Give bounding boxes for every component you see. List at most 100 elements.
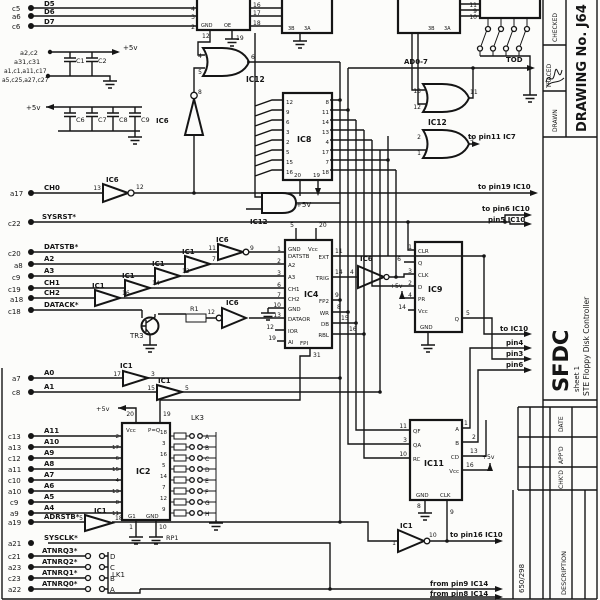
link-option: A	[110, 586, 115, 594]
gate-pin: 10	[429, 532, 437, 539]
pin-label: a22	[8, 586, 21, 594]
ic-pin-number: 9	[450, 509, 454, 516]
pin-label: a17	[10, 190, 23, 198]
offpage-label: to pin11 IC7	[468, 133, 516, 141]
ic-designator: IC6	[360, 255, 373, 263]
ic-pin-number: 2	[472, 434, 476, 441]
ic-pin-number: 11	[399, 423, 407, 430]
ic-pin-name: CD	[451, 455, 459, 461]
ic-pin-name: P=Q	[148, 428, 161, 434]
signal-label: A0	[44, 369, 54, 377]
pin-label: c20	[8, 250, 21, 258]
cap-ref: C6	[76, 116, 85, 124]
ic-pin-name: QA	[413, 443, 421, 449]
ic-designator: IC4	[304, 290, 319, 299]
ic-designator: IC1	[122, 272, 135, 280]
ic-pin-number: 7	[277, 292, 281, 299]
ic-designator: IC12	[250, 218, 268, 226]
buffer-ic1-ch1	[124, 278, 154, 298]
ic-pin-number: 2	[116, 434, 120, 440]
signal-label: CH2	[44, 289, 60, 297]
cap-ref: C8	[119, 116, 128, 124]
rev-col-description: DESCRIPTION	[560, 551, 568, 595]
ic-pin-number: 17	[322, 150, 329, 156]
ic-pin-number: 16	[286, 170, 293, 176]
offpage-label: pin5 IC10	[488, 216, 525, 224]
offpage-label: to pin19 IC10	[478, 183, 531, 191]
ic-pin-number: 1	[277, 246, 281, 253]
pin-label: a23	[8, 564, 21, 572]
gate-pin: 3	[470, 136, 474, 143]
or-gate-ic12-a	[421, 83, 471, 113]
signal-label: A6	[44, 482, 54, 490]
ic-pin-number: 16	[466, 462, 474, 469]
ic-pin-number: 13	[112, 489, 119, 495]
plus5v-label: +5v	[482, 454, 495, 461]
ic-pin-name: Vcc	[126, 428, 136, 434]
plus5v-label: +5v	[123, 44, 137, 52]
signal-label: ATNRQ0*	[42, 580, 78, 588]
signal-label: A8	[44, 460, 54, 468]
ic-pin-number: 5	[466, 310, 470, 317]
and-gate-ic12-small	[261, 192, 340, 214]
ic-pin-name: GND	[288, 247, 301, 253]
pin-label: a7	[12, 375, 21, 383]
ic-pin-number: 14	[160, 474, 167, 480]
ic-pin-name: EXT	[318, 255, 329, 261]
gate-pin: 12	[182, 268, 190, 275]
ic-pin-number: 9	[473, 8, 477, 15]
signal-label: CH0	[44, 184, 60, 192]
signal-label: CH1	[44, 279, 60, 287]
ic-pin-number: 3	[403, 437, 407, 444]
pin-label: c9	[10, 499, 18, 507]
ic-pin-number: 14	[322, 120, 329, 126]
ic-designator: IC12	[246, 75, 265, 84]
ic-pin-number: 6	[397, 256, 401, 263]
ic-pin-name: FPI	[300, 341, 308, 347]
gnd-pins: a5,c25,a27,c27	[2, 77, 49, 84]
buffer-ic1-a0	[122, 369, 152, 388]
gate-pin: 16	[122, 290, 130, 297]
offpage-label: to IC10	[500, 325, 528, 333]
or-gate-ic12-top	[201, 47, 251, 77]
link-option: B	[205, 445, 209, 452]
ic-pin-name: FP2	[319, 299, 329, 305]
ic-pin-number: 3	[408, 268, 412, 275]
ic-designator: IC2	[136, 467, 150, 476]
jumper-block-lk3	[189, 433, 203, 516]
ic-pin-name: 3A	[304, 26, 311, 32]
ic-pin-number: 20	[294, 173, 301, 179]
signal-label: ATNRQ3*	[42, 547, 78, 555]
ic-pin-number: 5	[162, 463, 166, 469]
pin-label: a13	[8, 444, 21, 452]
ic-pin-name: Vcc	[449, 469, 459, 475]
gate-pin: 5	[185, 385, 189, 392]
ic-pin-name: 3A	[444, 26, 451, 32]
buffer-ic1-ch2	[94, 288, 124, 308]
ic-pin-number: 3	[191, 14, 195, 21]
gnd-pins: a1,c1,a11,c17	[4, 68, 47, 75]
gate-pin: 13	[413, 88, 421, 95]
ic-designator: IC1	[120, 362, 133, 370]
pin-label: c22	[8, 220, 21, 228]
pin-label: a11	[8, 466, 21, 474]
gate-pin: 12	[207, 309, 215, 316]
offpage-label: pin4	[506, 339, 523, 347]
ic-pin-name: QF	[413, 429, 421, 435]
gate-pin: 4	[198, 53, 202, 60]
ic-pin-number: 20	[126, 411, 134, 418]
ic-pin-number: 11	[112, 511, 119, 517]
pin-label: c21	[8, 553, 21, 561]
titleblock-traced: TRACED	[546, 63, 553, 89]
ic-pin-number: 16	[349, 326, 357, 333]
ic-pin-name: GND	[416, 493, 429, 499]
link-option: F	[205, 489, 209, 496]
doc-number: 650/298	[518, 564, 526, 593]
ic-pin-number: 4	[116, 478, 120, 484]
link-option: E	[205, 478, 209, 485]
buffer-ic1-a2	[184, 254, 214, 274]
signal-label: A4	[44, 504, 54, 512]
pin-label: c10	[8, 477, 21, 485]
ic-pin-number: 6	[116, 456, 120, 462]
